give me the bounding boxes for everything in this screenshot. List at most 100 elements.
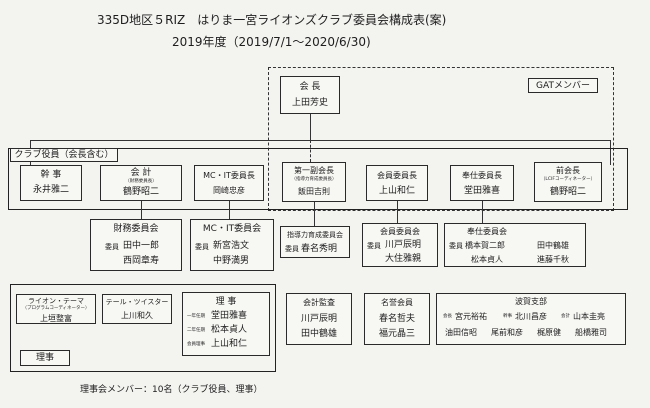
membership-member: 川戸辰明 <box>385 240 422 250</box>
lion-tamer-role: ライオン・テーマ <box>28 297 84 305</box>
finance-committee-title: 財務委員会 <box>113 224 159 234</box>
auditor-member: 田中鶴雄 <box>300 329 337 339</box>
gat-member-label: GATメンバー <box>536 81 590 91</box>
president-box: 会 長 上田芳史 <box>280 76 340 114</box>
membership-committee-box: 会員委員会 委員 川戸辰明 大住雅親 <box>362 223 438 267</box>
director-name: 松本貞人 <box>211 325 248 335</box>
auditor-member: 川戸辰明 <box>300 314 337 324</box>
membership-chair-role: 会員委員長 <box>377 171 417 180</box>
mcit-chair-name: 岡崎忠彦 <box>213 186 245 195</box>
membership-committee-title: 会員委員会 <box>380 227 420 236</box>
treasurer-name: 鶴野昭二 <box>122 187 159 197</box>
honorary-member: 福元晶三 <box>378 329 415 339</box>
service-chair-name: 堂田雅喜 <box>463 186 500 196</box>
connector <box>141 201 142 219</box>
gat-member-region <box>268 67 614 211</box>
mcit-committee-title: MC・IT委員会 <box>202 224 262 234</box>
club-officers-label: クラブ役員（会長含む） <box>14 150 114 160</box>
membership-chair-name: 上山和仁 <box>378 186 415 196</box>
auditor-box: 会計監査 川戸辰明 田中鶴雄 <box>286 293 352 345</box>
connector <box>310 114 311 140</box>
service-chair-role: 奉仕委員長 <box>462 171 502 180</box>
past-president-name: 鶴野昭二 <box>549 187 586 197</box>
mcit-committee-box: MC・IT委員会 委員 新宮浩文 中野満男 <box>190 219 274 271</box>
branch-member: 山本圭亮 <box>573 312 605 321</box>
secretary-name: 永井雅二 <box>32 185 69 195</box>
connector <box>314 202 315 226</box>
mcit-member: 新宮浩文 <box>213 241 250 251</box>
branch-label: 会計 <box>561 314 570 319</box>
directors-frame <box>10 284 276 372</box>
leadership-committee-title: 指導力育成委員会 <box>287 231 343 239</box>
lion-tamer-name: 上垣整富 <box>40 314 72 323</box>
tail-twister-name: 上川和久 <box>121 311 153 320</box>
leadership-committee-role-label: 委員 <box>285 245 299 253</box>
service-member: 橋本賀二郎 <box>465 241 505 250</box>
service-committee-role-label: 委員 <box>449 242 463 250</box>
first-vp-role: 第一副会長 <box>294 166 334 175</box>
honorary-box: 名誉会員 春名哲夫 福元晶三 <box>364 293 430 345</box>
director-name: 堂田雅喜 <box>211 311 248 321</box>
branch-member: 尾前和彦 <box>491 328 523 337</box>
service-member: 進藤千秋 <box>537 255 569 264</box>
auditor-title: 会計監査 <box>303 298 335 307</box>
chart-title: 335D地区５RIZ はりま一宮ライオンズクラブ委員会構成表(案) <box>97 13 447 27</box>
past-president-role: 前会長 <box>556 166 580 175</box>
membership-member: 大住雅親 <box>385 254 422 264</box>
mcit-chair-role: MC・IT委員長 <box>203 171 255 180</box>
footer-note: 理事会メンバー：10名（クラブ役員、理事） <box>80 385 263 395</box>
service-member: 田中鶴雄 <box>537 241 569 250</box>
past-president-box: 前会長 （LCIFコーディネーター） 鶴野昭二 <box>534 162 602 202</box>
honorary-title: 名誉会員 <box>381 298 413 307</box>
service-member: 松本貞人 <box>471 255 503 264</box>
finance-committee-box: 財務委員会 委員 田中一郎 西岡章寿 <box>90 219 182 271</box>
mcit-committee-role-label: 委員 <box>195 243 209 251</box>
past-president-note: （LCIFコーディネーター） <box>540 177 596 182</box>
directors-label: 理事 <box>35 353 54 363</box>
director-name: 上山和仁 <box>211 339 248 349</box>
tail-twister-role: テール・ツイスター <box>105 298 169 306</box>
treasurer-box: 会 計 （財務委員長） 鶴野昭二 <box>100 165 182 201</box>
connector <box>310 140 311 162</box>
branch-member: 梶原健 <box>537 328 561 337</box>
finance-committee-role-label: 委員 <box>105 243 119 251</box>
branch-member: 船橋雅司 <box>575 328 607 337</box>
first-vp-name: 飯田吉則 <box>298 187 330 196</box>
connector <box>229 201 230 219</box>
mcit-chair-box: MC・IT委員長 岡崎忠彦 <box>194 165 264 201</box>
connector <box>610 140 611 165</box>
gat-member-label-box: GATメンバー <box>528 78 598 93</box>
treasurer-role: 会 計 <box>130 168 152 178</box>
branch-title: 波賀支部 <box>515 297 547 306</box>
director-term: 会員理事 <box>187 342 205 347</box>
connector <box>30 140 610 141</box>
tail-twister-box: テール・ツイスター 上川和久 <box>102 294 172 324</box>
directors-title: 理 事 <box>215 297 237 307</box>
service-chair-box: 奉仕委員長 堂田雅喜 <box>450 165 514 201</box>
first-vp-note: （指導力育成委員長） <box>291 177 337 182</box>
finance-member: 田中一郎 <box>123 241 160 251</box>
secretary-box: 幹 事 永井雅二 <box>20 165 82 201</box>
branch-member: 油田信昭 <box>445 328 477 337</box>
membership-chair-box: 会員委員長 上山和仁 <box>366 165 428 201</box>
service-committee-box: 奉仕委員会 委員 橋本賀二郎 田中鶴雄 松本貞人 進藤千秋 <box>444 223 586 267</box>
club-officers-label-box: クラブ役員（会長含む） <box>10 148 118 162</box>
treasurer-note: （財務委員長） <box>125 179 157 184</box>
mcit-member: 中野満男 <box>213 256 250 266</box>
branch-label: 会長 <box>443 314 452 319</box>
branch-member: 宮元裕祐 <box>455 312 487 321</box>
honorary-member: 春名哲夫 <box>378 314 415 324</box>
chart-subtitle: 2019年度（2019/7/1～2020/6/30) <box>172 35 371 49</box>
leadership-committee-box: 指導力育成委員会 委員 春名秀明 <box>280 226 350 258</box>
directors-box: 理 事 一年任期 堂田雅喜 二年任期 松本貞人 会員理事 上山和仁 <box>182 292 270 356</box>
branch-member: 北川昌彦 <box>515 312 547 321</box>
lion-tamer-note: （プログラムコーディネーター） <box>22 306 90 311</box>
leadership-member: 春名秀明 <box>301 244 338 254</box>
directors-label-box: 理事 <box>20 350 70 366</box>
branch-box: 波賀支部 会長 宮元裕祐 幹事 北川昌彦 会計 山本圭亮 油田信昭 尾前和彦 梶… <box>436 293 626 345</box>
connector <box>482 201 483 223</box>
finance-member: 西岡章寿 <box>123 256 160 266</box>
membership-committee-role-label: 委員 <box>367 242 381 250</box>
service-committee-title: 奉仕委員会 <box>467 227 507 236</box>
lion-tamer-box: ライオン・テーマ （プログラムコーディネーター） 上垣整富 <box>16 294 96 324</box>
